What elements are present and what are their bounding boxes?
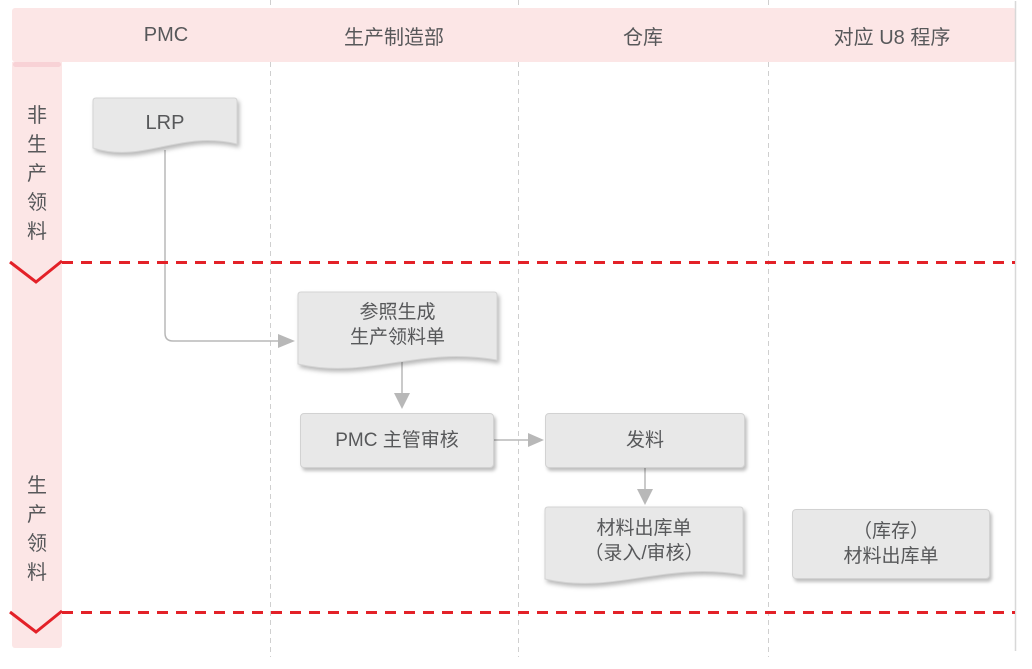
lane-sidebar-strip: [13, 62, 61, 67]
node-issue-material: 发料: [545, 413, 745, 468]
header-column-warehouse: 仓库: [623, 26, 663, 49]
node-pmc-review: PMC 主管审核: [300, 413, 494, 468]
node-ref-generate: 参照生成 生产领料单: [298, 292, 497, 358]
node-pmc-review-label: PMC 主管审核: [335, 430, 459, 451]
lane-label-non-production-requisition: 非生产领料: [27, 105, 47, 243]
node-lrp-label: LRP: [145, 111, 185, 134]
arrowhead-down-icon: [394, 393, 410, 409]
node-outbound-doc-line2: （录入/审核）: [584, 543, 704, 564]
lane-sidebar-band: [12, 62, 62, 648]
header-column-u8: 对应 U8 程序: [833, 26, 951, 49]
arrowhead-right-icon: [278, 334, 295, 348]
header-band: [12, 8, 1016, 62]
node-u8-line1: （库存）: [852, 521, 929, 542]
node-outbound-doc: 材料出库单 （录入/审核）: [545, 506, 743, 576]
header-column-production: 生产制造部: [344, 26, 444, 49]
connector-lrp-to-ref: [164, 150, 278, 342]
header-column-pmc: PMC: [143, 23, 189, 46]
node-u8-line2: 材料出库单: [843, 546, 939, 567]
node-lrp: LRP: [93, 98, 237, 148]
lane-label-production-requisition: 生产领料: [27, 475, 47, 584]
node-u8-outbound: （库存） 材料出库单: [792, 509, 990, 579]
node-ref-generate-line1: 参照生成: [359, 302, 436, 323]
arrowhead-down-icon: [637, 489, 653, 505]
arrowhead-right-icon: [528, 433, 544, 447]
node-issue-label: 发料: [625, 430, 664, 451]
node-ref-generate-line2: 生产领料单: [349, 327, 445, 348]
node-outbound-doc-line1: 材料出库单: [596, 518, 692, 539]
